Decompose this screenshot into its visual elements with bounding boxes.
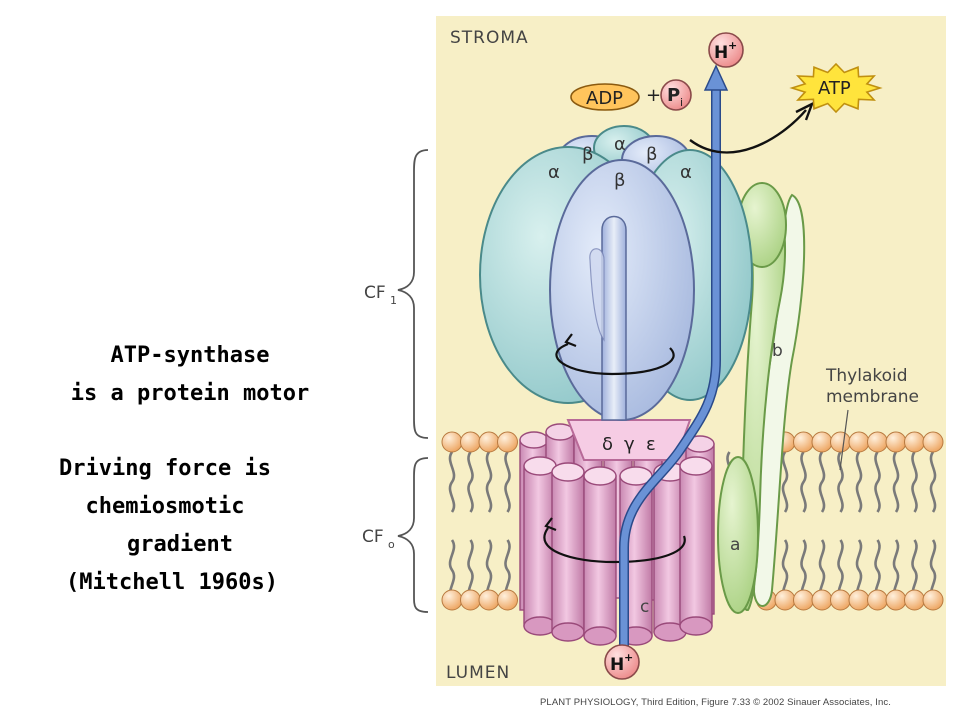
pi-circle <box>660 79 692 111</box>
lipid-head <box>904 431 925 453</box>
lipid-head <box>497 431 518 453</box>
rotation-arrow-lower <box>543 527 686 564</box>
h-top-sup: + <box>728 39 737 52</box>
beta-label-1: β <box>582 144 594 165</box>
caption-line-1: ATP-synthase <box>110 343 270 368</box>
lipid-tail <box>504 451 511 513</box>
c-subunit <box>583 475 617 637</box>
lipid-head <box>867 589 888 611</box>
lipid-head <box>793 431 814 453</box>
lipid-head <box>811 431 833 453</box>
alpha-label-3: α <box>680 162 692 183</box>
lipid-tail <box>855 451 863 513</box>
gamma-label: γ <box>624 434 635 455</box>
lipid-heads-bottom <box>441 589 944 611</box>
lipid-head <box>867 431 888 453</box>
lipid-head <box>811 589 833 611</box>
lipid-head <box>830 431 851 453</box>
lipid-head <box>830 589 851 611</box>
lipid-head <box>478 431 500 453</box>
c-subunit <box>679 465 713 627</box>
c-label: c <box>640 597 649 617</box>
h-ion-bottom <box>604 644 640 680</box>
h-bottom-sup: + <box>624 651 633 664</box>
a-subunit <box>717 456 759 614</box>
caption-line-3: Driving force is <box>59 456 271 481</box>
lipid-tail <box>874 451 881 513</box>
lipid-head <box>441 589 463 611</box>
lipid-head <box>922 589 944 611</box>
lipid-head <box>460 589 481 611</box>
adp-label: ADP <box>586 88 623 109</box>
beta-label-3: β <box>614 170 626 191</box>
lipid-head <box>441 431 463 453</box>
atp-label: ATP <box>818 78 851 99</box>
caption-line-4: chemiosmotic <box>85 494 245 519</box>
beta-label-2: β <box>646 144 658 165</box>
cf1-label: CF <box>364 283 386 303</box>
lipid-head <box>922 431 944 453</box>
adp-oval <box>570 83 640 111</box>
lumen-label: LUMEN <box>446 663 510 683</box>
lipid-tail <box>892 451 900 513</box>
epsilon-label: ε <box>646 434 656 455</box>
lipid-head <box>497 589 518 611</box>
lipid-tail <box>911 451 918 513</box>
cfo-label: CF <box>362 527 384 547</box>
lipid-head <box>885 589 907 611</box>
lipid-tail <box>781 451 789 513</box>
pi-label: P <box>667 85 680 106</box>
h-bottom-label: H <box>610 655 624 675</box>
proton-path <box>620 84 720 652</box>
stroma-label: STROMA <box>450 28 529 48</box>
alpha-label-2: α <box>548 162 560 183</box>
delta-label: δ <box>602 434 613 455</box>
caption-line-5: gradient <box>127 532 233 557</box>
thylakoid-label-1: Thylakoid <box>825 366 908 386</box>
lipid-tail <box>800 451 807 513</box>
lipid-head <box>478 589 500 611</box>
cfo-subscript: o <box>388 538 395 551</box>
lipid-head <box>848 431 870 453</box>
h-ion-top <box>708 32 744 68</box>
alpha-label-1: α <box>614 134 626 155</box>
cfo-brace <box>397 457 429 613</box>
c-subunit <box>523 465 557 627</box>
lipid-tail <box>837 451 844 513</box>
lipid-head <box>774 589 796 611</box>
lipid-tail <box>929 451 937 513</box>
thylakoid-label-2: membrane <box>826 387 919 407</box>
rotation-arrow-upper <box>555 342 675 376</box>
atp-burst <box>789 62 883 114</box>
lipid-head <box>885 431 907 453</box>
plus-label: + <box>646 85 661 106</box>
lipid-tail <box>448 451 456 513</box>
lipid-tail <box>485 451 493 513</box>
lipid-head <box>848 589 870 611</box>
cf1-brace <box>397 149 429 439</box>
cf1-subscript: 1 <box>390 294 397 307</box>
h-top-label: H <box>714 43 728 63</box>
adp-atp-arrow <box>689 109 807 154</box>
lipid-head <box>793 589 814 611</box>
lipid-tail <box>818 451 826 513</box>
b-label: b <box>772 341 783 361</box>
lipid-head <box>904 589 925 611</box>
caption-line-6: (Mitchell 1960s) <box>66 570 278 595</box>
figure-credit: PLANT PHYSIOLOGY, Third Edition, Figure … <box>540 697 891 708</box>
lipid-head <box>460 431 481 453</box>
cf1-head: β α β α β α <box>479 125 753 421</box>
lipid-tail <box>467 451 474 513</box>
proton-arrowhead <box>703 64 729 91</box>
caption-line-2: is a protein motor <box>70 381 310 406</box>
thylakoid-leader-line <box>839 409 849 471</box>
pi-subscript: i <box>680 96 683 109</box>
a-label: a <box>730 535 740 555</box>
gamma-shaft <box>601 215 627 421</box>
